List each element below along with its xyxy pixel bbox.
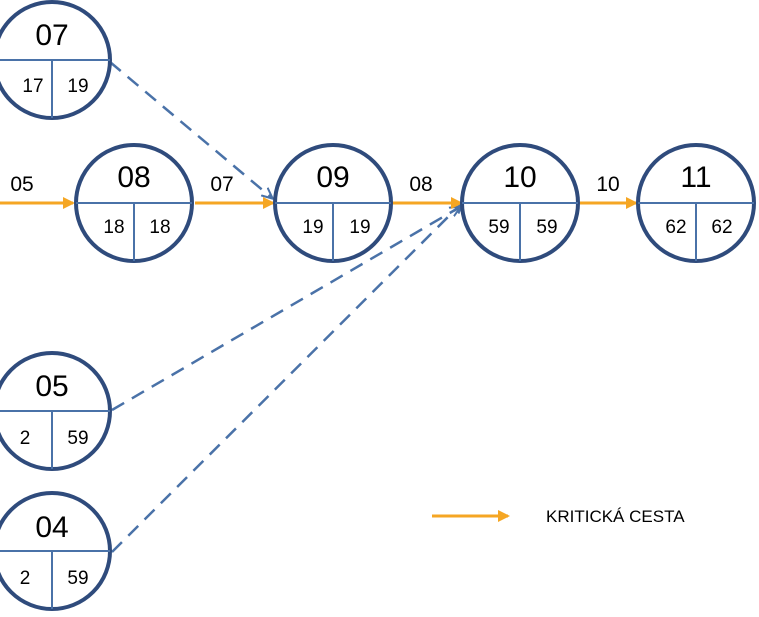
node-10-right: 59 <box>536 217 557 238</box>
node-09-left: 19 <box>302 217 323 238</box>
node-04: 04 2 59 <box>0 491 112 611</box>
node-09: 09 19 19 <box>273 143 393 263</box>
node-11-left: 62 <box>665 217 686 238</box>
legend: KRITICKÁ CESTA <box>432 507 685 526</box>
node-05: 05 2 59 <box>0 351 112 471</box>
node-09-right: 19 <box>349 217 370 238</box>
node-09-label: 09 <box>316 161 349 194</box>
legend-label: KRITICKÁ CESTA <box>546 507 685 526</box>
node-11-right: 62 <box>711 217 732 238</box>
node-05-right: 59 <box>67 428 88 449</box>
node-07: 07 17 19 <box>0 0 112 120</box>
node-11-label: 11 <box>680 161 711 194</box>
node-08-right: 18 <box>149 217 170 238</box>
node-08-left: 18 <box>103 217 124 238</box>
node-10-label: 10 <box>503 161 536 194</box>
edge-label-08-09: 07 <box>210 173 233 196</box>
dashed-edges <box>109 61 462 553</box>
node-07-right: 19 <box>67 76 88 97</box>
edge-07-09 <box>109 61 272 198</box>
node-08-label: 08 <box>117 161 150 194</box>
edge-05-10 <box>111 207 460 412</box>
edge-04-10 <box>111 203 462 553</box>
node-04-label: 04 <box>35 511 68 544</box>
edge-labels: 05 07 08 10 <box>10 173 619 196</box>
node-08: 08 18 18 <box>74 143 194 263</box>
edge-label-09-10: 08 <box>409 173 432 196</box>
node-04-left: 2 <box>20 568 31 589</box>
node-05-left: 2 <box>20 428 31 449</box>
node-07-left: 17 <box>22 76 43 97</box>
edge-label-in-08: 05 <box>10 173 33 196</box>
node-10-left: 59 <box>488 217 509 238</box>
node-10: 10 59 59 <box>460 143 580 263</box>
node-11: 11 62 62 <box>636 143 756 263</box>
node-05-label: 05 <box>35 370 68 403</box>
node-04-right: 59 <box>67 568 88 589</box>
node-07-label: 07 <box>35 19 68 52</box>
edge-label-10-11: 10 <box>596 173 619 196</box>
